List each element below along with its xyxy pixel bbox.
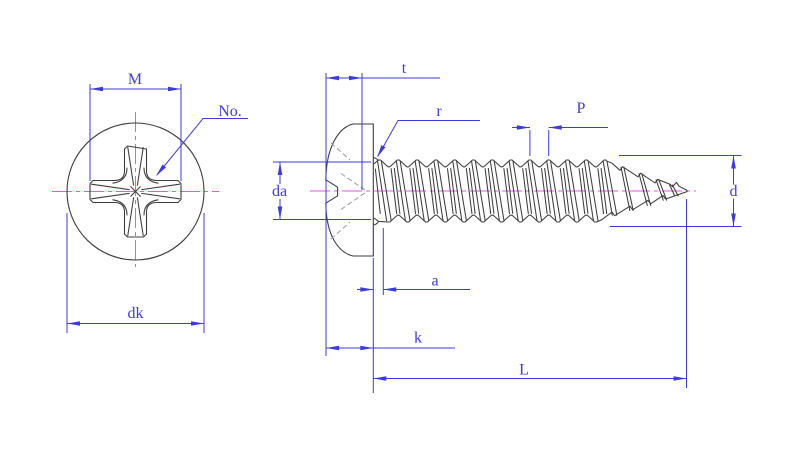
dimension-t-label: t (402, 60, 407, 77)
dimension-d-lines (610, 155, 742, 227)
front-view: M No. dk (52, 71, 248, 333)
dimension-a-lines (357, 228, 470, 295)
dimension-d-label: d (730, 183, 738, 200)
dimension-dk-label: dk (128, 305, 144, 322)
hidden-recess-lines (330, 142, 366, 240)
dimension-m-label: M (128, 71, 142, 88)
dimension-t-lines (325, 73, 440, 356)
head-outline-front (66, 122, 205, 261)
dimension-a-label: a (431, 273, 438, 290)
dimension-arrowheads (67, 75, 736, 381)
dimension-k-label: k (414, 330, 422, 347)
phillips-recess-flanks (90, 146, 181, 237)
side-view: t r P da d a k L (272, 60, 742, 393)
leader-no-label: No. (218, 103, 242, 120)
leader-r-label: r (436, 103, 442, 120)
dimension-da-label: da (272, 183, 287, 200)
leader-no-line (156, 118, 248, 176)
dimension-m-lines (89, 84, 182, 181)
thread-crest-lines (373, 157, 679, 226)
leader-r-line (377, 120, 480, 157)
dimension-l-label: L (519, 362, 529, 379)
thread-top-outline (373, 159, 688, 191)
dimension-da-lines (273, 161, 371, 220)
dimension-p-lines (512, 127, 608, 156)
head-outline-side (325, 123, 374, 257)
dimension-dk-lines (66, 213, 205, 333)
phillips-recess-outline (89, 145, 182, 238)
dimension-l-lines (372, 199, 687, 393)
dimension-p-label: P (577, 100, 586, 117)
thread-bottom-outline (373, 191, 688, 223)
